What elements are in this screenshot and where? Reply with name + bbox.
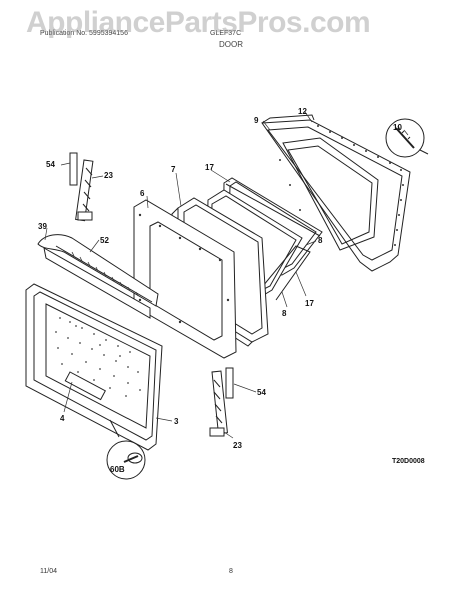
callout-10: 10 [393,123,402,132]
outer-door-panel-part-3 [25,283,163,451]
lower-hinge-part-23 [209,367,234,437]
callout-60b: 60B [110,465,125,474]
callout-39: 39 [38,222,47,231]
section-title: DOOR [219,40,243,49]
door-liner [261,114,411,272]
callout-23-lower: 23 [233,441,242,450]
callout-17-upper: 17 [205,163,214,172]
leader-lines [44,111,409,439]
model-number: GLEF37C [210,30,242,37]
callout-7: 7 [171,165,176,174]
watermark-logo: AppliancePartsPros.com [26,6,371,39]
footer-date: 11/04 [40,568,57,575]
callout-17-lower: 17 [305,299,314,308]
callout-9: 9 [254,116,259,125]
callout-54-lower: 54 [257,388,266,397]
glass-gasket-lower [257,245,311,301]
callout-54-upper: 54 [46,160,55,169]
screw-part-10 [385,118,429,158]
screw-detail-part-60b [106,419,146,480]
callout-8-right: 8 [318,236,323,245]
callout-8-lower: 8 [282,309,287,318]
footer-page-number: 8 [229,568,233,575]
callout-labels: 54 23 7 6 17 9 12 10 39 52 8 8 17 4 3 54… [38,107,425,474]
drawing-code: T20D0008 [392,458,425,465]
callout-6: 6 [140,189,145,198]
upper-hinge-part-23 [69,152,94,222]
callout-52: 52 [100,236,109,245]
callout-23-upper: 23 [104,171,113,180]
callout-12: 12 [298,107,307,116]
callout-4: 4 [60,414,65,423]
door-handle-part-52 [37,234,159,319]
publication-number: Publication No. 5995394156 [40,30,128,37]
callout-3: 3 [174,417,179,426]
